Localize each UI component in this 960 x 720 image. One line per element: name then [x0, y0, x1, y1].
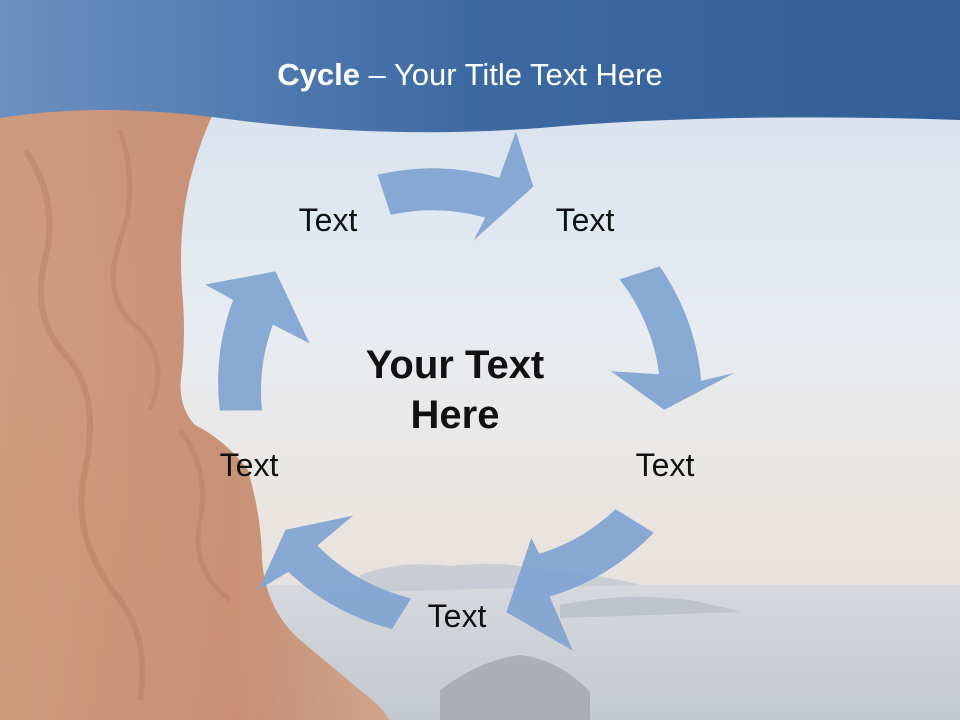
- cycle-arrow: [611, 266, 735, 410]
- near-island: [440, 655, 590, 720]
- cycle-node-label-top-left: Text: [298, 202, 358, 238]
- cycle-arrow: [258, 515, 412, 629]
- cycle-node-label-top-right: Text: [555, 202, 615, 238]
- cycle-arrow: [377, 131, 534, 241]
- center-text-line2: Here: [410, 393, 500, 437]
- cycle-node-label-bottom: Text: [427, 598, 487, 634]
- slide-title: Cycle – Your Title Text Here: [0, 52, 940, 98]
- cycle-node-label-right: Text: [635, 447, 695, 483]
- title-rest-part: – Your Title Text Here: [360, 57, 663, 92]
- cycle-arrow: [506, 509, 654, 651]
- header-band: [0, 0, 960, 133]
- cliff-rock: [0, 110, 390, 720]
- title-bold-part: Cycle: [277, 57, 360, 92]
- distant-island: [560, 596, 740, 618]
- cycle-arrow: [205, 271, 310, 411]
- center-text: Your Text Here: [325, 340, 585, 440]
- cycle-node-label-left: Text: [219, 447, 279, 483]
- center-text-line1: Your Text: [365, 343, 545, 387]
